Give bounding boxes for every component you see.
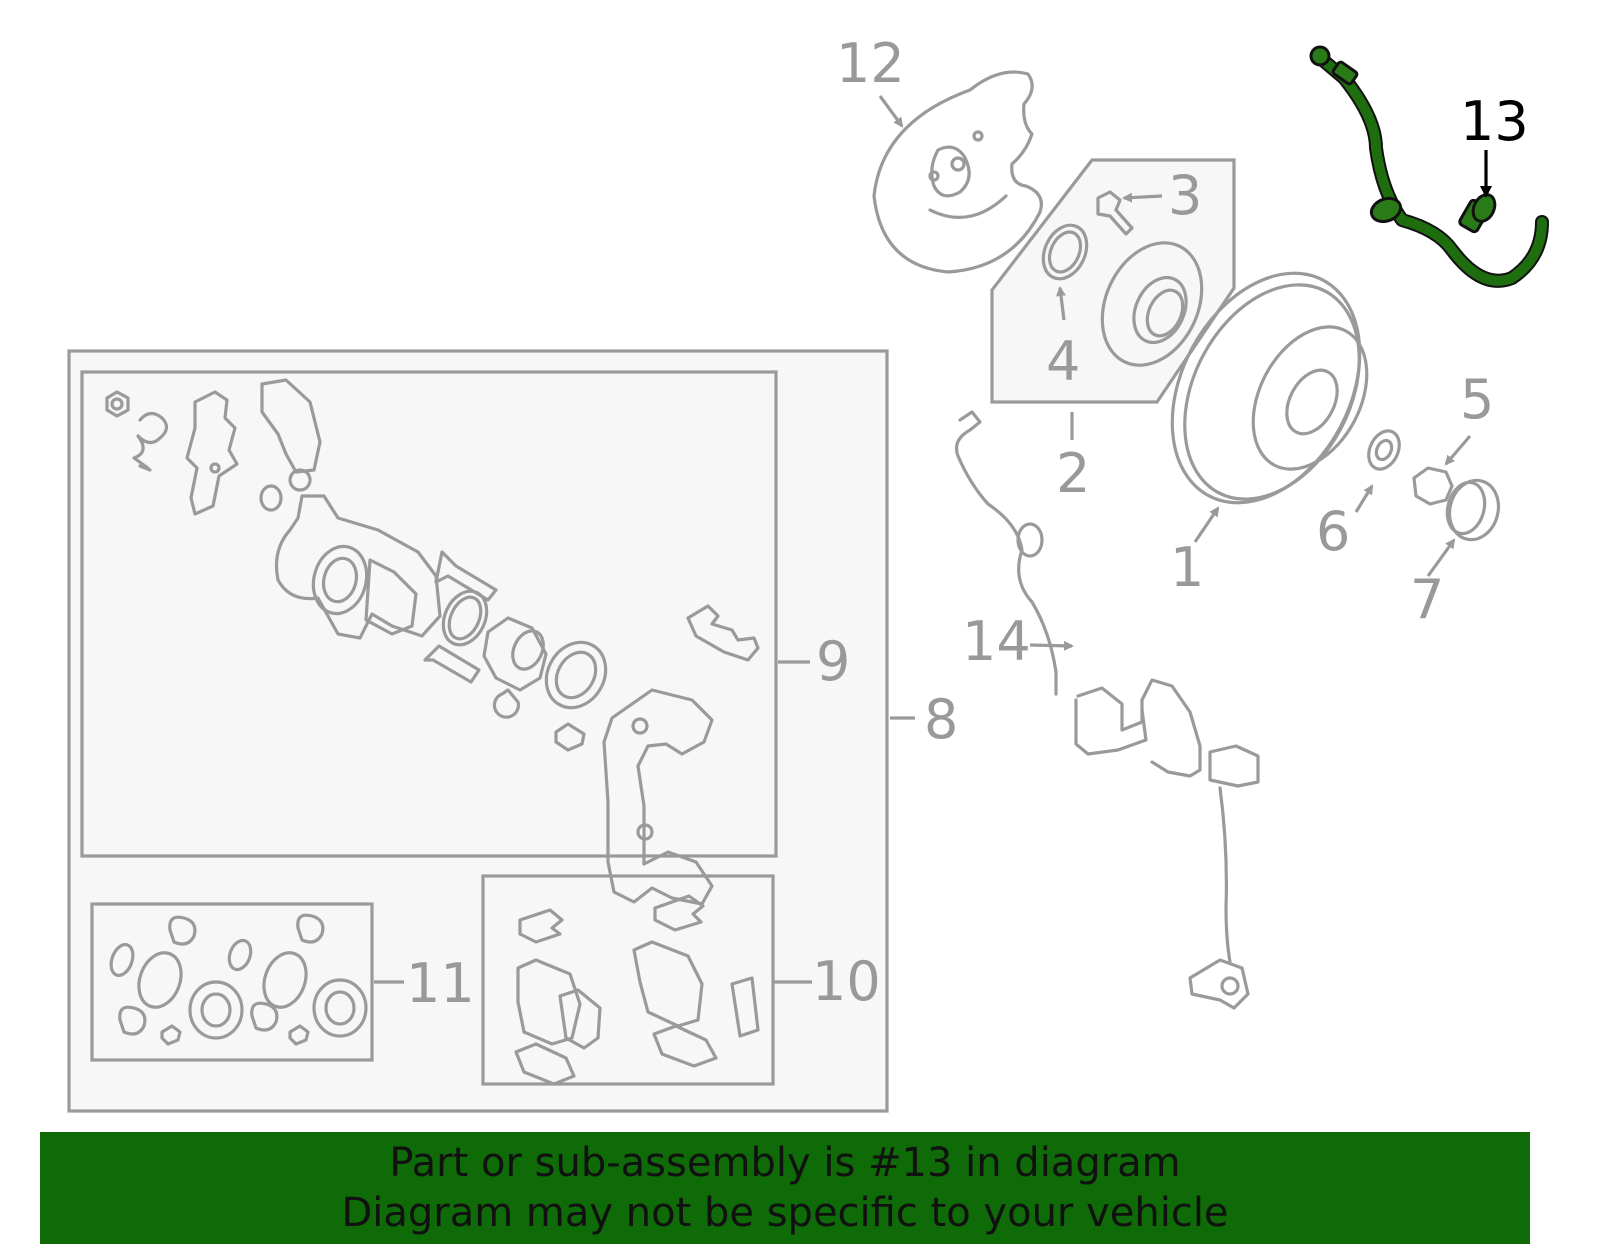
assembly-box-9 [80,370,778,858]
callout-14: 14 [962,610,1031,673]
brake-rotor-part [1170,271,1369,505]
callout-4: 4 [1046,330,1080,393]
callout-2: 2 [1056,442,1090,505]
nut-washer-cap-parts [1367,429,1501,542]
callout-12: 12 [836,32,905,95]
callout-1: 1 [1170,536,1204,599]
callout-3: 3 [1168,164,1202,227]
info-banner: Part or sub-assembly is #13 in diagram D… [40,1132,1530,1244]
callout-6: 6 [1316,500,1350,563]
banner-line-2: Diagram may not be specific to your vehi… [341,1190,1229,1236]
callout-8: 8 [924,688,958,751]
callout-labels: 12 3 4 2 1 5 6 7 8 9 10 11 14 13 [406,32,1529,1015]
caliper-parts [105,378,760,906]
callout-5: 5 [1460,368,1494,431]
backing-plate-part [872,70,1043,274]
banner-line-1: Part or sub-assembly is #13 in diagram [389,1140,1181,1186]
callout-13-highlighted: 13 [1460,90,1529,153]
callout-7: 7 [1410,568,1444,631]
abs-sensor-part [954,410,1260,1010]
callout-10: 10 [812,950,881,1013]
hub-parts [1041,190,1204,367]
brake-pad-parts [514,894,760,1086]
assembly-box-10 [481,874,775,1086]
brake-hose-part-highlighted[interactable] [1309,45,1549,288]
seal-kit-parts [109,913,368,1046]
leader-lines [374,95,1492,984]
callout-11: 11 [406,952,475,1015]
callout-9: 9 [816,630,850,693]
